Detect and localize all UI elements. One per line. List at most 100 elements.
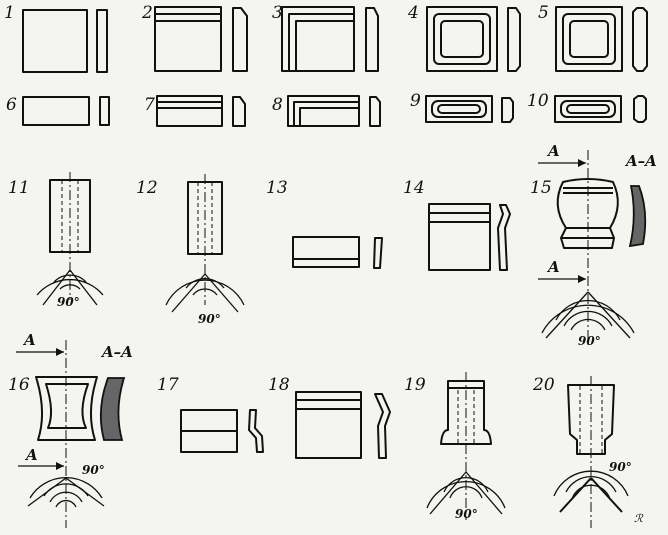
plate-edge-profile <box>369 96 381 127</box>
section-view-label: A–A <box>100 343 133 361</box>
angle-arc <box>426 481 506 509</box>
figure-label: 3 <box>272 3 283 23</box>
figure-label: 19 <box>404 375 426 395</box>
figure-8: 8 <box>272 95 381 127</box>
figure-12: 12 90° <box>136 174 245 326</box>
angle-leg <box>429 471 467 515</box>
wear-arc <box>59 284 81 290</box>
figure-label: 9 <box>410 91 421 111</box>
figure-label: 5 <box>538 3 549 23</box>
plate-edge-profile <box>232 96 246 127</box>
wear-arc <box>565 476 617 493</box>
figure-20: 20 90° ℛ <box>532 375 644 528</box>
plate-face <box>287 95 360 127</box>
figure-3: 3 <box>272 3 379 72</box>
figure-label: 12 <box>136 178 158 198</box>
corner-band <box>295 20 354 71</box>
plate-face <box>22 9 88 73</box>
angle-label: 90° <box>57 295 80 309</box>
block-body <box>556 178 619 249</box>
angle-leg <box>204 273 239 313</box>
section-profile-hatched <box>628 185 647 248</box>
angle-label: 90° <box>82 463 105 477</box>
section-arrowhead <box>56 462 64 470</box>
inner-border <box>562 13 616 65</box>
inner-border <box>440 20 484 58</box>
plate-edge-profile <box>365 7 379 72</box>
wear-arc <box>571 484 611 500</box>
wear-arc <box>192 288 218 296</box>
wear-arc <box>55 499 77 508</box>
figure-4: 4 <box>407 3 521 72</box>
inner-border <box>433 13 491 65</box>
figure-label: 6 <box>6 95 17 115</box>
inner-border <box>437 104 481 114</box>
figure-7: 7 <box>144 95 246 127</box>
inner-hollow <box>45 383 89 429</box>
section-marker-bottom-label: A <box>546 258 560 276</box>
angle-leg <box>559 477 592 513</box>
wear-arc <box>570 318 606 331</box>
angle-label: 90° <box>609 460 632 474</box>
angle-label: 90° <box>578 334 601 348</box>
figure-1: 1 <box>4 3 108 73</box>
figure-label: 1 <box>4 3 15 23</box>
angle-leg <box>465 471 503 515</box>
wear-arc <box>443 476 489 493</box>
figure-label: 11 <box>8 178 30 198</box>
corner-band <box>288 13 354 71</box>
plate-edge-profile <box>99 96 110 126</box>
signature-mark: ℛ <box>634 512 644 525</box>
block-body <box>567 384 615 455</box>
figure-label: 7 <box>144 95 155 115</box>
plate-edge-profile <box>633 95 647 123</box>
angle-leg <box>587 291 631 339</box>
figure-2: 2 <box>141 3 248 72</box>
angle-arc <box>165 279 245 306</box>
block-body <box>440 380 492 445</box>
angle-leg <box>69 269 98 306</box>
angle-leg <box>545 291 589 339</box>
figure-label: 17 <box>157 375 179 395</box>
wear-arc <box>185 278 225 289</box>
plate-face <box>555 6 623 72</box>
plate-edge-profile <box>632 7 648 72</box>
section-marker-top-label: A <box>546 142 560 160</box>
block-body <box>35 376 98 441</box>
figure-19: 19 90° <box>404 372 506 521</box>
wear-arc <box>555 299 621 321</box>
figure-label: 16 <box>8 375 30 395</box>
angle-leg <box>42 269 71 306</box>
figure-11: 11 90° <box>8 172 104 309</box>
section-view-label: A–A <box>624 152 657 170</box>
inner-border <box>431 100 487 118</box>
plate-face <box>156 95 223 127</box>
section-arrowhead <box>578 275 586 283</box>
figure-15: 15 A A A–A 90° <box>530 142 657 348</box>
figure-14: 14 <box>403 178 511 271</box>
section-marker-top-label: A <box>22 331 36 349</box>
angle-arc <box>541 304 635 334</box>
figure-label: 18 <box>268 375 290 395</box>
figure-6: 6 <box>6 95 110 126</box>
plate-edge-profile <box>373 237 383 269</box>
angle-arc <box>553 470 629 497</box>
figure-9: 9 <box>410 91 514 123</box>
figure-label: 20 <box>532 375 555 395</box>
plate-face <box>426 6 498 72</box>
figure-label: 15 <box>530 178 552 198</box>
figure-18: 18 <box>268 375 391 459</box>
angle-leg <box>171 273 206 313</box>
plate-edge-profile <box>96 9 108 73</box>
section-arrowhead <box>56 348 64 356</box>
figure-16: 16 A A A–A 90° <box>8 331 133 528</box>
figure-label: 13 <box>266 178 288 198</box>
section-arrowhead <box>578 159 586 167</box>
figure-label: 4 <box>407 3 419 23</box>
figure-label: 14 <box>403 178 425 198</box>
plate-edge-profile <box>501 97 514 123</box>
plate-edge-profile <box>374 393 391 459</box>
wear-arc <box>53 274 87 283</box>
plate-face <box>295 391 362 459</box>
